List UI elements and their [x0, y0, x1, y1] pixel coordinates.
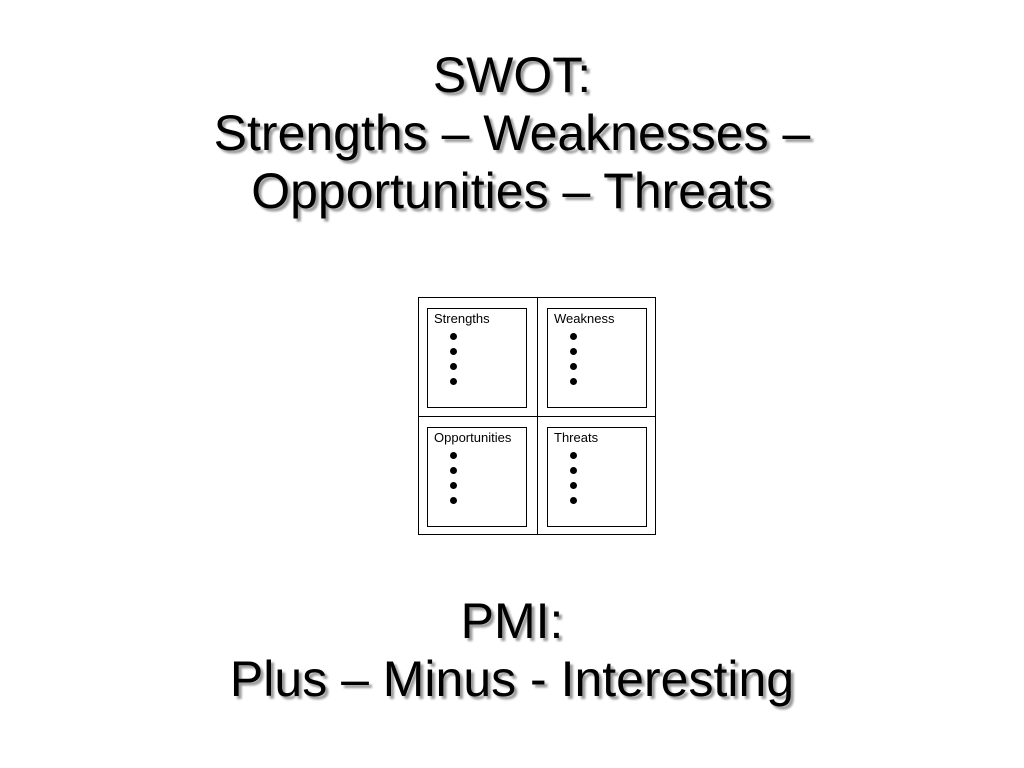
bullet-point	[570, 378, 577, 385]
pmi-title: PMI: Plus – Minus - Interesting	[0, 592, 1024, 708]
bullet-point	[450, 363, 457, 370]
swot-title: SWOT: Strengths – Weaknesses – Opportuni…	[0, 46, 1024, 220]
bullet-point	[450, 378, 457, 385]
bullet-point	[570, 482, 577, 489]
quadrant-label-opportunities: Opportunities	[434, 430, 512, 445]
swot-matrix: Strengths Weakness Opportunities Threats	[418, 297, 656, 535]
quadrant-opportunities: Opportunities	[427, 427, 527, 527]
swot-subtitle-line-1: Strengths – Weaknesses –	[213, 105, 811, 161]
bullet-point	[450, 452, 457, 459]
bullet-point	[450, 497, 457, 504]
swot-subtitle-line-2: Opportunities – Threats	[251, 163, 773, 219]
quadrant-bullets	[570, 452, 577, 512]
bullet-point	[570, 497, 577, 504]
quadrant-bullets	[450, 452, 457, 512]
bullet-point	[570, 467, 577, 474]
bullet-point	[450, 482, 457, 489]
pmi-subtitle: Plus – Minus - Interesting	[229, 651, 795, 707]
bullet-point	[450, 333, 457, 340]
pmi-heading: PMI:	[460, 593, 564, 649]
bullet-point	[570, 452, 577, 459]
bullet-point	[450, 467, 457, 474]
bullet-point	[570, 363, 577, 370]
quadrant-strengths: Strengths	[427, 308, 527, 408]
quadrant-label-weakness: Weakness	[554, 311, 615, 326]
bullet-point	[570, 348, 577, 355]
quadrant-weakness: Weakness	[547, 308, 647, 408]
swot-heading: SWOT:	[432, 47, 592, 103]
matrix-horizontal-divider	[419, 416, 655, 417]
bullet-point	[570, 333, 577, 340]
bullet-point	[450, 348, 457, 355]
quadrant-threats: Threats	[547, 427, 647, 527]
quadrant-label-threats: Threats	[554, 430, 599, 445]
quadrant-bullets	[570, 333, 577, 393]
quadrant-bullets	[450, 333, 457, 393]
quadrant-label-strengths: Strengths	[434, 311, 490, 326]
